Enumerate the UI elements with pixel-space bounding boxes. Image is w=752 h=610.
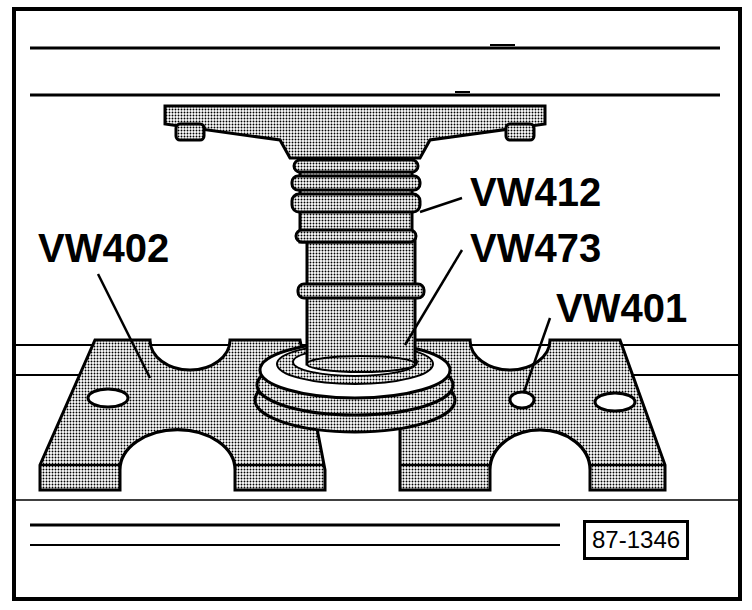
part-label: VW412 [470,172,601,212]
figure-number: 87-1346 [592,526,680,554]
part-label: VW402 [38,228,169,268]
leader-line [420,198,462,212]
part-label: VW473 [470,228,601,268]
leader-line [405,250,462,345]
part-label: VW401 [556,288,687,328]
leader-line [524,318,550,392]
leader-line [98,274,150,378]
figure-number-box: 87-1346 [583,520,689,560]
